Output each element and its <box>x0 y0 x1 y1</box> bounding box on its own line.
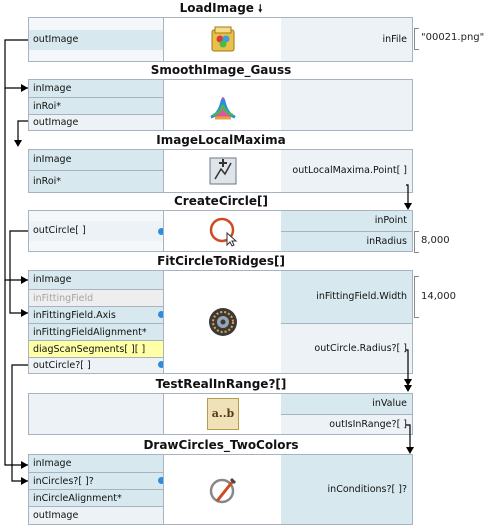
down-arrow-icon: 🠗 <box>258 4 263 15</box>
imagelocalmaxima-title[interactable]: ImageLocalMaxima <box>156 133 286 147</box>
in-radius-value: 8,000 <box>421 235 450 246</box>
connector-dot <box>158 361 165 368</box>
drawcircles-title[interactable]: DrawCircles_TwoColors <box>143 438 299 452</box>
port-in-fitting-field-width[interactable]: inFittingField.Width <box>281 271 412 323</box>
draw-circle-icon <box>209 477 237 504</box>
wire <box>4 39 28 89</box>
output-area <box>281 80 412 130</box>
port-out-image[interactable]: outImage <box>29 114 163 130</box>
port-out-image[interactable]: outImage <box>29 506 163 524</box>
port-out-circle[interactable]: outCircle?[ ] <box>29 357 163 373</box>
loadimage-title-text: LoadImage <box>179 1 254 15</box>
createcircle-title[interactable]: CreateCircle[] <box>173 194 268 208</box>
port-out-image[interactable]: outImage <box>29 30 163 50</box>
range-test-icon: a..b <box>207 398 239 430</box>
loadimage-block[interactable]: outImage inFile <box>28 17 413 62</box>
port-in-circles[interactable]: inCircles?[ ]? <box>29 472 163 489</box>
testrealinrange-title[interactable]: TestRealInRange?[] <box>155 377 287 391</box>
loadimage-title[interactable]: LoadImage 🠗 <box>28 0 414 17</box>
wire-arrowhead <box>21 477 28 485</box>
port-in-fitting-field-alignment[interactable]: inFittingFieldAlignment* <box>29 323 163 340</box>
port-in-fitting-field[interactable]: inFittingField <box>29 289 163 306</box>
in-file-value: "00021.png" <box>421 32 485 43</box>
wire-arrowhead <box>406 447 414 454</box>
wire <box>11 364 28 482</box>
port-in-roi[interactable]: inRoi* <box>29 97 163 114</box>
wire-arrowhead <box>21 276 28 284</box>
port-out-circle[interactable]: outCircle[ ] <box>29 221 163 241</box>
value-bracket <box>414 231 419 253</box>
gauss-smoothing-icon <box>209 97 237 120</box>
icon-cell <box>163 80 283 130</box>
fitcircletoridges-title[interactable]: FitCircleToRidges[] <box>157 254 285 268</box>
imagelocalmaxima-block[interactable]: inImage inRoi* outLocalMaxima.Point[ ] <box>28 149 413 193</box>
port-in-radius[interactable]: inRadius <box>281 231 412 251</box>
smoothimage-title[interactable]: SmoothImage_Gauss <box>150 63 292 77</box>
create-circle-icon <box>209 217 238 247</box>
port-in-conditions[interactable]: inConditions?[ ]? <box>281 455 412 524</box>
wire <box>406 184 409 205</box>
wire <box>406 349 409 385</box>
port-out-is-in-range[interactable]: outIsInRange?[ ] <box>281 414 412 434</box>
icon-cell <box>163 150 283 192</box>
wire-arrowhead <box>404 385 412 392</box>
port-in-point[interactable]: inPoint <box>281 211 412 231</box>
wire <box>4 280 28 466</box>
createcircle-block[interactable]: outCircle[ ] inPoint inRadius <box>28 210 413 252</box>
port-in-image[interactable]: inImage <box>29 271 163 289</box>
port-out-local-maxima[interactable]: outLocalMaxima.Point[ ] <box>281 150 412 192</box>
smoothimage-block[interactable]: inImage inRoi* outImage <box>28 79 413 131</box>
value-bracket <box>414 28 419 50</box>
port-in-image[interactable]: inImage <box>29 455 163 472</box>
icon-cell <box>163 211 283 251</box>
wire <box>17 120 28 140</box>
wire <box>406 424 411 448</box>
icon-cell <box>163 271 283 373</box>
wire-arrowhead <box>21 461 28 469</box>
port-in-value[interactable]: inValue <box>281 394 412 414</box>
icon-cell <box>163 18 283 61</box>
wire-arrowhead <box>21 309 28 317</box>
local-maxima-icon <box>209 157 237 185</box>
wire <box>9 230 28 314</box>
wire-arrowhead <box>14 140 22 147</box>
icon-cell: a..b <box>163 394 283 434</box>
wire <box>4 88 28 281</box>
image-file-icon <box>211 26 235 52</box>
value-bracket <box>414 276 419 318</box>
port-out-circle-radius[interactable]: outCircle.Radius?[ ] <box>281 323 412 373</box>
port-in-file[interactable]: inFile <box>281 18 412 61</box>
port-in-circle-alignment[interactable]: inCircleAlignment* <box>29 489 163 506</box>
drawcircles-block[interactable]: inImage inCircles?[ ]? inCircleAlignment… <box>28 454 413 525</box>
input-area <box>29 394 163 434</box>
port-in-roi[interactable]: inRoi* <box>29 170 163 192</box>
connector-dot <box>158 477 165 484</box>
fitcircletoridges-block[interactable]: inImage inFittingField inFittingField.Ax… <box>28 270 413 374</box>
in-width-value: 14,000 <box>421 291 456 302</box>
connector-dot <box>158 311 165 318</box>
port-in-image[interactable]: inImage <box>29 80 163 97</box>
connector-dot <box>158 228 165 235</box>
fit-circle-icon <box>209 308 237 336</box>
wire-arrowhead <box>21 84 28 92</box>
port-in-image[interactable]: inImage <box>29 150 163 170</box>
wire-arrowhead <box>404 379 412 386</box>
port-in-fitting-field-axis[interactable]: inFittingField.Axis <box>29 306 163 323</box>
port-diag-scan-segments[interactable]: diagScanSegments[ ][ ] <box>29 340 163 357</box>
wire-arrowhead <box>404 203 412 210</box>
testrealinrange-block[interactable]: a..b inValue outIsInRange?[ ] <box>28 393 413 435</box>
range-test-icon-text: a..b <box>211 407 235 420</box>
